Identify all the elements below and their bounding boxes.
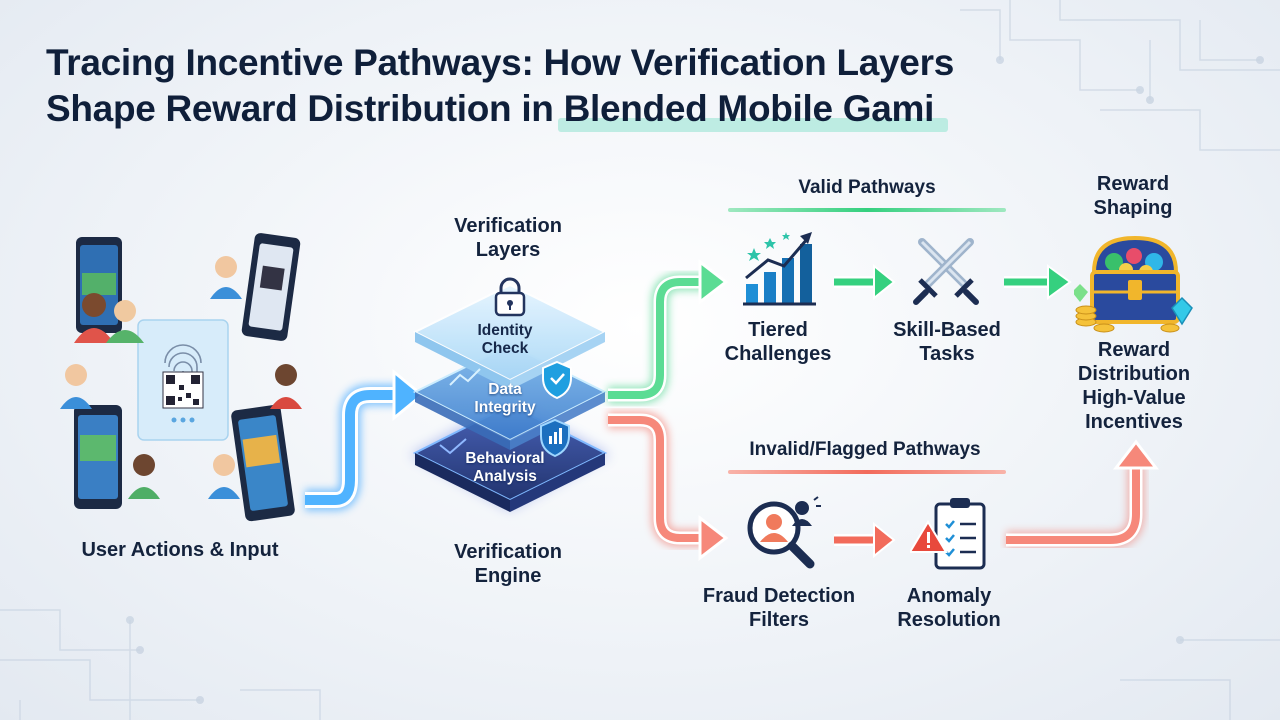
valid-pathways-header: Valid Pathways	[798, 177, 936, 198]
skill-based-line-1: Skill-Based	[893, 319, 1001, 341]
phone-bottom-right-icon	[231, 404, 295, 522]
layer-data-line-2: Integrity	[474, 399, 536, 416]
engine-input-arrow	[305, 368, 425, 511]
verification-engine-label-2: Engine	[474, 565, 542, 587]
invalid-step-arrow-1	[834, 521, 896, 559]
layer-behavioral-line-1: Behavioral	[465, 450, 545, 467]
tiered-challenges-line-1: Tiered	[748, 319, 808, 341]
tiered-challenges-label: Tiered Challenges	[708, 318, 848, 366]
phone-top-left-icon	[76, 237, 122, 333]
valid-to-reward-arrow	[1004, 264, 1072, 300]
shield-chart-icon	[540, 418, 570, 458]
fraud-detection-line-1: Fraud Detection	[702, 585, 856, 607]
treasure-chest-icon	[1074, 235, 1193, 333]
layer-identity-line-1: Identity	[477, 322, 533, 339]
invalid-to-reward-arrow	[1006, 439, 1160, 549]
phone-top-right-icon	[241, 233, 301, 341]
verification-layers-label-2: Layers	[475, 239, 541, 261]
lock-icon	[494, 277, 526, 317]
title-line-2: Shape Reward Distribution in Blended Mob…	[46, 86, 954, 132]
user-actions-label: User Actions & Input	[81, 539, 279, 561]
tiered-challenges-line-2: Challenges	[724, 343, 832, 365]
invalid-pathways-underline	[728, 470, 1006, 474]
layer-behavioral-line-2: Analysis	[473, 468, 537, 485]
reward-shaping-label: Reward Shaping	[1060, 172, 1206, 220]
anomaly-resolution-line-2: Resolution	[897, 609, 1001, 631]
reward-bottom-line-4: Incentives	[1085, 411, 1183, 433]
magnifier-user-icon	[747, 496, 821, 569]
reward-distribution-label: Reward Distribution High-Value Incentive…	[1054, 338, 1214, 434]
fraud-detection-label: Fraud Detection Filters	[692, 584, 866, 632]
phone-bottom-left-icon	[74, 405, 122, 509]
valid-pathways-underline	[728, 208, 1006, 212]
trend-line-icon	[449, 368, 481, 386]
crossed-swords-icon	[913, 238, 979, 305]
check-mark-icon	[439, 438, 467, 455]
reward-shaping-line-2: Shaping	[1093, 197, 1173, 219]
clipboard-warning-icon	[910, 498, 986, 570]
invalid-arrow-head	[698, 514, 729, 562]
verification-stack	[410, 277, 610, 512]
reward-bottom-line-3: High-Value	[1082, 387, 1186, 409]
skill-based-tasks-label: Skill-Based Tasks	[872, 318, 1022, 366]
valid-step-arrow-1	[834, 263, 896, 301]
skill-based-line-2: Tasks	[919, 343, 975, 365]
fraud-detection-line-2: Filters	[748, 609, 810, 631]
anomaly-resolution-line-1: Anomaly	[906, 585, 992, 607]
title-highlight: Blended Mobile Gami	[557, 86, 948, 132]
verification-engine-label: Verification Engine	[408, 540, 608, 588]
bar-chart-stars-icon	[743, 232, 816, 306]
layer-data-line-1: Data	[488, 381, 522, 398]
title-line-2-prefix: Shape Reward Distribution in	[46, 88, 564, 129]
page-title: Tracing Incentive Pathways: How Verifica…	[46, 40, 954, 132]
person-icons	[60, 256, 302, 499]
invalid-pathways-header: Invalid/Flagged Pathways	[749, 439, 981, 460]
verification-engine-label-1: Verification	[454, 541, 562, 563]
valid-arrow-head	[698, 258, 729, 306]
reward-bottom-line-2: Distribution	[1077, 363, 1191, 385]
reward-shaping-line-1: Reward	[1096, 173, 1170, 195]
shield-check-icon	[542, 360, 572, 400]
title-line-1: Tracing Incentive Pathways: How Verifica…	[46, 42, 954, 83]
branch-arrows	[608, 258, 729, 562]
layer-identity-line-2: Check	[481, 340, 529, 357]
fingerprint-qr-panel-icon	[137, 319, 229, 441]
verification-layers-label: Verification Layers	[408, 214, 608, 262]
user-actions-illustration	[60, 233, 302, 522]
reward-bottom-line-1: Reward	[1097, 339, 1171, 361]
verification-layers-label-1: Verification	[454, 215, 562, 237]
anomaly-resolution-label: Anomaly Resolution	[872, 584, 1026, 632]
layer-behavioral-analysis: Behavioral Analysis	[440, 450, 570, 486]
layer-identity-check: Identity Check	[440, 322, 570, 358]
layer-data-integrity: Data Integrity	[440, 381, 570, 417]
